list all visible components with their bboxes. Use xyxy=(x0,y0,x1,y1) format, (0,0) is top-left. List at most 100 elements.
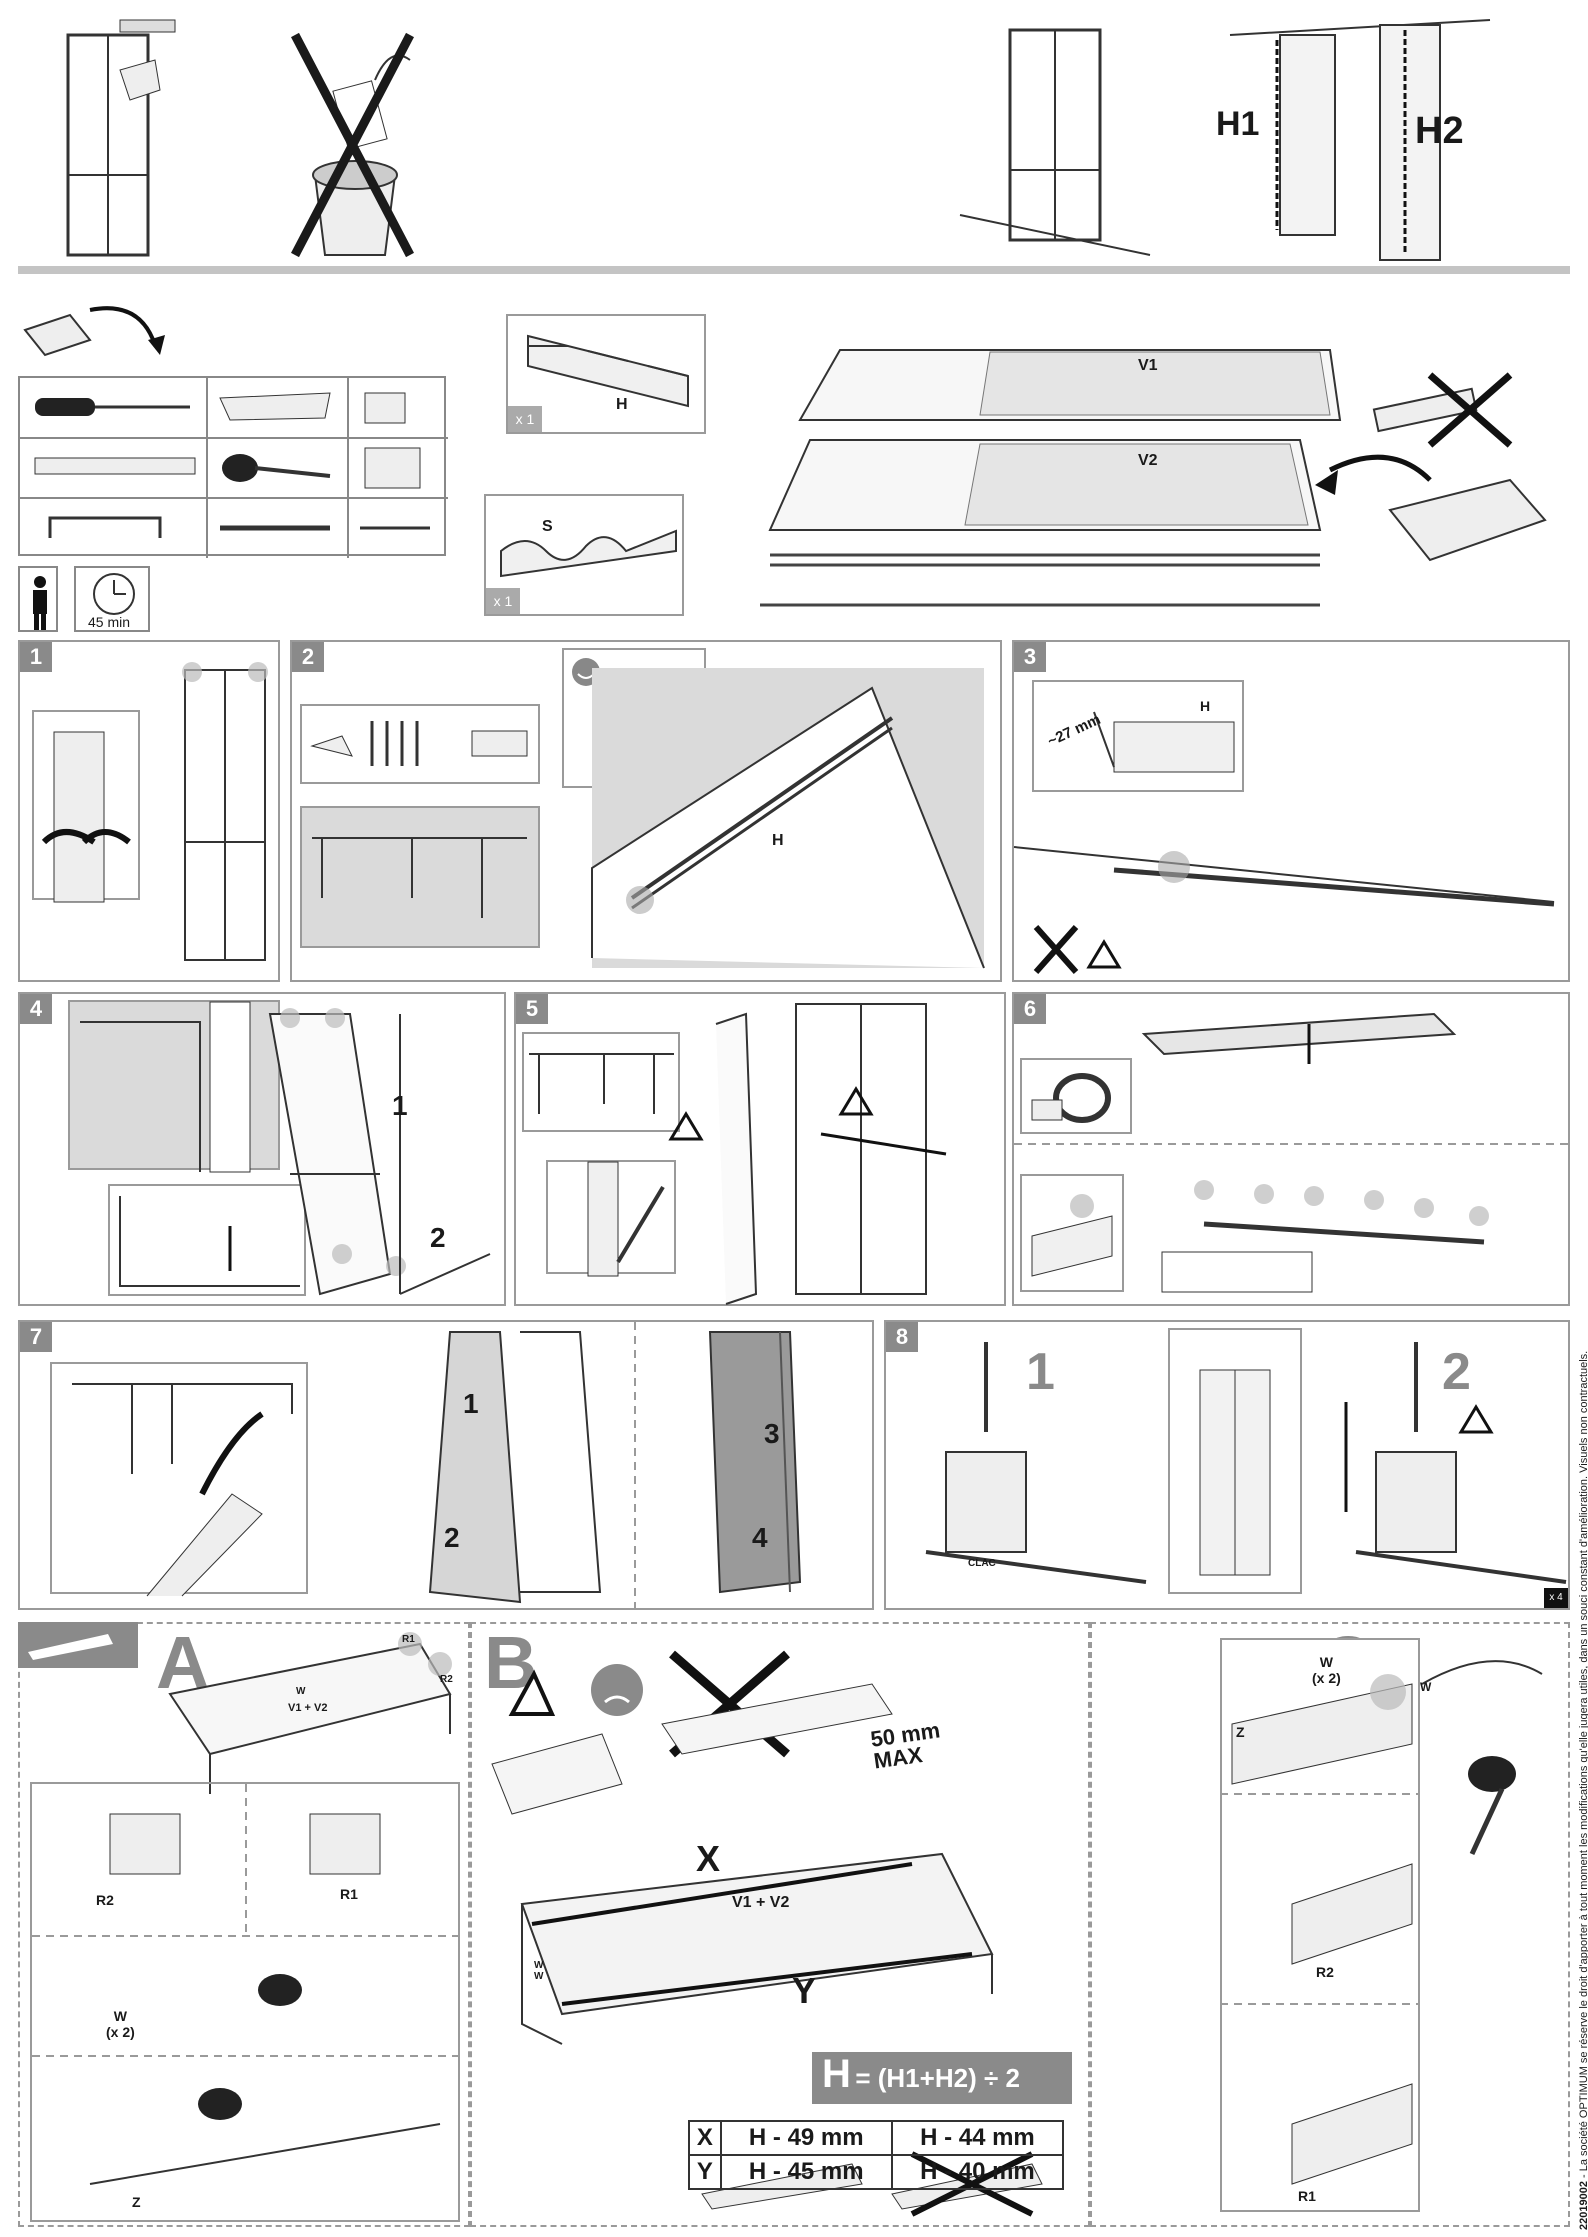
door-panels-illustration: V1 V2 xyxy=(760,340,1380,610)
section-b-ww-label: W W xyxy=(534,1960,544,1982)
door-drawing xyxy=(66,19,176,257)
step-4-panel: 4 1 2 xyxy=(18,992,506,1306)
section-c: C W (x 2) Z W R2 R1 xyxy=(1090,1621,1570,2227)
step-8-number: 8 xyxy=(886,1322,918,1352)
step-4-bottom-detail xyxy=(108,1184,306,1296)
time-box: 45 min xyxy=(74,566,150,632)
step-2-number: 2 xyxy=(292,642,324,672)
step-3-rail-detail xyxy=(1093,711,1235,773)
section-c-w-label: W xyxy=(1420,1680,1432,1694)
tape-icon xyxy=(1031,1073,1111,1123)
door-illustration-top xyxy=(60,15,190,265)
panel-v1-label: V1 xyxy=(1138,357,1158,374)
step-4-door-drawing xyxy=(268,1008,491,1296)
section-c-z-label: Z xyxy=(1236,1724,1245,1740)
step-8-drawing xyxy=(925,1342,1567,1584)
step-7-sub-1: 1 xyxy=(463,1388,479,1419)
step-1-door-drawing xyxy=(182,662,268,961)
formula-h: H xyxy=(822,2052,851,2096)
section-b-x-label: X xyxy=(696,1838,721,1879)
rail-h-drawing xyxy=(527,334,689,408)
table-cell-ok: H - 45 mm xyxy=(719,2154,893,2190)
dimension-table xyxy=(480,2206,481,2207)
section-b-y-label: Y xyxy=(792,1970,817,2011)
step-7-sub-4: 4 xyxy=(752,1522,768,1553)
step-3-number: 3 xyxy=(1014,642,1046,672)
box-unpack-icon xyxy=(1310,450,1550,570)
section-b-drawing xyxy=(491,1650,994,2045)
step-4-top-detail xyxy=(68,1000,280,1173)
step-8-sub-2: 2 xyxy=(1442,1343,1471,1401)
table-cell-ok: H - 49 mm xyxy=(719,2120,893,2156)
step-8-qty: x 4 xyxy=(1544,1588,1568,1608)
rail-s-drawing xyxy=(500,529,677,578)
table-row: X H - 49 mm H - 44 mm xyxy=(688,2120,1065,2156)
step-7-number: 7 xyxy=(20,1322,52,1352)
saw-badge xyxy=(18,1622,138,1668)
table-row: Y H - 45 mm H - 40 mm xyxy=(688,2154,1065,2190)
section-a-r1-detail: R1 xyxy=(340,1886,358,1902)
top-separator xyxy=(18,266,1570,274)
table-cell-no: H - 40 mm xyxy=(890,2154,1065,2190)
step-4-sub-1: 1 xyxy=(392,1090,408,1121)
h2-label: H2 xyxy=(1415,110,1464,152)
step-1-number: 1 xyxy=(20,642,52,672)
step-2-panel: 2 H xyxy=(290,640,1002,982)
rail-s-label: S xyxy=(542,518,553,535)
clock-icon xyxy=(93,573,135,615)
saw-icon xyxy=(28,1634,113,1660)
step-2-rail-drawing xyxy=(591,686,985,969)
step-3-detail xyxy=(1032,680,1244,792)
step-2-hardware xyxy=(300,704,540,784)
step-5-number: 5 xyxy=(516,994,548,1024)
section-a-drawing xyxy=(32,1632,460,2185)
height-formula: H = (H1+H2) ÷ 2 xyxy=(812,2052,1072,2104)
step-6-number: 6 xyxy=(1014,994,1046,1024)
door-panels-drawing xyxy=(760,349,1342,607)
qty-h-badge: x 1 xyxy=(508,406,542,432)
section-a-wx2-label: W (x 2) xyxy=(106,2008,135,2040)
step-8-door-detail xyxy=(1168,1328,1302,1594)
no-cutter-icon xyxy=(1370,370,1540,450)
section-b-letter: B xyxy=(484,1621,538,1704)
section-c-wx2-label: W (x 2) xyxy=(1312,1654,1341,1686)
step-7-drawing xyxy=(428,1322,802,1612)
step-7-sub-3: 3 xyxy=(764,1418,780,1449)
step-7-detail xyxy=(50,1362,308,1597)
step-7-panel: 7 1 2 3 4 xyxy=(18,1320,874,1612)
no-trash-icon xyxy=(290,25,420,260)
table-cell-no: H - 44 mm xyxy=(890,2120,1065,2156)
panel-v2-label: V2 xyxy=(1138,452,1158,469)
door-in-opening xyxy=(959,20,1160,260)
step-8-panel: 8 1 2 CLAC x 4 xyxy=(884,1320,1570,1610)
step-2-section xyxy=(300,806,540,948)
step-6-drawing xyxy=(1014,1012,1572,1293)
section-b-panels-label: V1 + V2 xyxy=(732,1894,790,1911)
legal-ref: 22019002 xyxy=(1578,2181,1588,2230)
section-c-drawing xyxy=(1220,1660,1543,2185)
step-3-rail-label: H xyxy=(1200,698,1211,714)
section-a-r2-detail: R2 xyxy=(96,1892,114,1908)
section-b: B 50 mm MAX X Y V1 + V2 W W H = (H1+H2) … xyxy=(470,1621,1090,2227)
legal-text: - La société OPTIMUM se réserve le droit… xyxy=(1578,1350,1588,2178)
step-6-tape-detail xyxy=(1020,1058,1132,1134)
step-1-panel: 1 xyxy=(18,640,280,982)
height-measure: H1 H2 xyxy=(1210,15,1500,265)
step-2-rail-label: H xyxy=(772,832,784,849)
step-4-number: 4 xyxy=(20,994,52,1024)
cut-dimension-table: X H - 49 mm H - 44 mm Y H - 45 mm H - 40… xyxy=(688,2120,1065,2190)
section-a: A V1 + V2 W R1 R2 R2 R1 W (x 2) Z xyxy=(18,1621,470,2227)
section-a-r1-label: R1 xyxy=(402,1634,415,1645)
tools-drawing xyxy=(20,378,448,558)
step-5-drawing xyxy=(668,1003,947,1305)
table-row-label: Y xyxy=(688,2154,722,2190)
time-label: 45 min xyxy=(88,614,131,630)
toolbox-icon xyxy=(20,300,165,360)
step-1-detail xyxy=(32,710,140,903)
section-a-z-label: Z xyxy=(132,2194,141,2210)
warning-icon xyxy=(508,1669,556,1716)
section-a-panels-label: V1 + V2 xyxy=(288,1702,328,1714)
h1-label: H1 xyxy=(1216,105,1260,143)
step-4-sub-2: 2 xyxy=(430,1222,446,1253)
warning-icon xyxy=(1086,939,1122,969)
